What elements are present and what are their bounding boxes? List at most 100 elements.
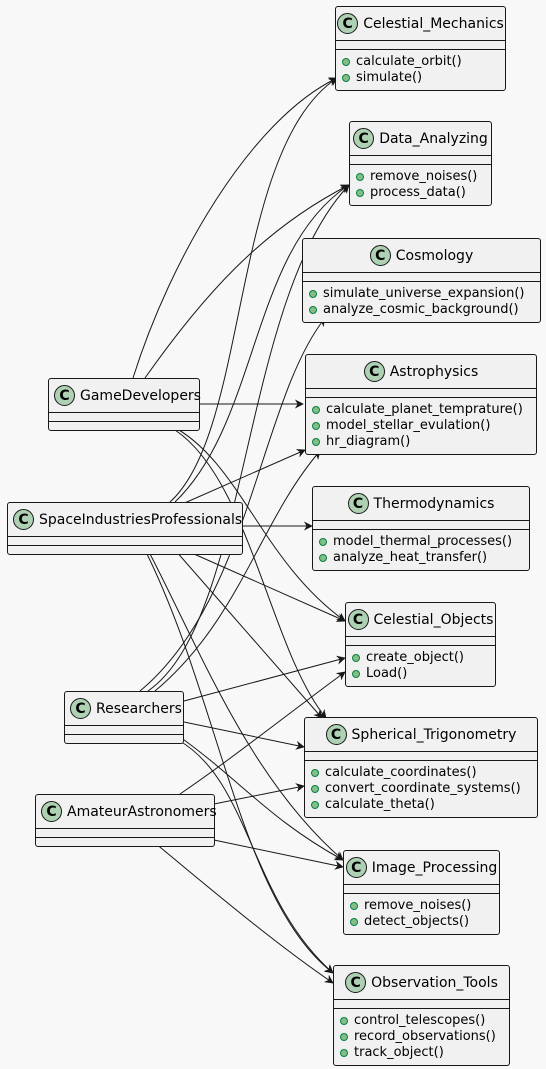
method-label: create_object() bbox=[366, 650, 464, 665]
public-method-icon bbox=[311, 785, 319, 793]
class-badge-icon: C bbox=[347, 609, 369, 630]
method-label: analyze_heat_transfer() bbox=[333, 550, 488, 565]
class-name: Celestial_Mechanics bbox=[363, 15, 504, 32]
class-badge-icon: C bbox=[41, 801, 62, 822]
class-name: Spherical_Trigonometry bbox=[351, 726, 517, 743]
relation-arrow-researchers-to-observation_tools bbox=[177, 739, 334, 974]
method-label: Load() bbox=[366, 666, 408, 681]
relation-arrow-space_industries_professionals-to-celestial_mechanics bbox=[169, 77, 338, 503]
relation-arrow-researchers-to-cosmology bbox=[139, 317, 326, 692]
public-method-icon bbox=[312, 422, 320, 430]
relation-arrow-amateur_astronomers-to-observation_tools bbox=[154, 842, 334, 984]
public-method-icon bbox=[350, 902, 358, 910]
relation-arrow-space_industries_professionals-to-image_processing bbox=[147, 549, 344, 861]
method-label: track_object() bbox=[354, 1045, 444, 1060]
public-method-icon bbox=[319, 554, 327, 562]
public-method-icon bbox=[340, 1049, 348, 1057]
method-label: analyze_cosmic_background() bbox=[323, 302, 519, 317]
public-method-icon bbox=[340, 1033, 348, 1041]
relation-arrow-amateur_astronomers-to-celestial_objects bbox=[179, 671, 346, 795]
public-method-icon bbox=[319, 538, 327, 546]
method-label: remove_noises() bbox=[370, 169, 478, 184]
public-method-icon bbox=[352, 654, 360, 662]
relation-arrow-amateur_astronomers-to-spherical_trigonometry bbox=[213, 783, 305, 805]
class-name: Data_Analyzing bbox=[379, 130, 488, 147]
class-name: GameDevelopers bbox=[80, 387, 201, 404]
class-badge-icon: C bbox=[70, 698, 91, 719]
method-label: calculate_theta() bbox=[325, 797, 435, 812]
public-method-icon bbox=[312, 406, 320, 414]
method-label: hr_diagram() bbox=[326, 434, 411, 449]
class-badge-icon: C bbox=[363, 361, 385, 382]
relation-arrow-amateur_astronomers-to-image_processing bbox=[213, 839, 344, 870]
public-method-icon bbox=[309, 290, 317, 298]
relation-arrow-space_industries_professionals-to-observation_tools bbox=[144, 549, 334, 974]
relation-arrow-researchers-to-astrophysics bbox=[154, 450, 321, 692]
class-name: Celestial_Objects bbox=[373, 611, 494, 628]
class-name: Thermodynamics bbox=[373, 495, 495, 512]
public-method-icon bbox=[342, 58, 350, 66]
method-label: record_observations() bbox=[354, 1029, 496, 1044]
class-badge-icon: C bbox=[325, 724, 347, 745]
public-method-icon bbox=[352, 670, 360, 678]
public-method-icon bbox=[356, 173, 364, 181]
method-label: simulate_universe_expansion() bbox=[323, 286, 525, 301]
relation-arrow-space_industries_professionals-to-data_analyzing bbox=[174, 184, 350, 503]
class-name: Cosmology bbox=[395, 247, 474, 264]
class-amateur-astronomers[interactable]: C AmateurAstronomers bbox=[35, 794, 217, 847]
public-method-icon bbox=[356, 189, 364, 197]
class-name: Researchers bbox=[96, 700, 182, 717]
class-researchers[interactable]: C Researchers bbox=[64, 691, 184, 744]
relation-arrow-game_developers-to-data_analyzing bbox=[144, 184, 350, 379]
relation-arrow-space_industries_professionals-to-celestial_objects bbox=[184, 549, 346, 622]
public-method-icon bbox=[312, 438, 320, 446]
relation-arrow-space_industries_professionals-to-astrophysics bbox=[179, 449, 306, 506]
public-method-icon bbox=[350, 918, 358, 926]
relation-arrow-game_developers-to-celestial_mechanics bbox=[132, 77, 338, 379]
class-badge-icon: C bbox=[345, 857, 367, 878]
class-space-industries-professionals[interactable]: C SpaceIndustriesProfessionals bbox=[7, 502, 243, 555]
class-name: SpaceIndustriesProfessionals bbox=[39, 511, 243, 528]
relation-arrow-game_developers-to-celestial_objects bbox=[169, 424, 346, 622]
method-label: detect_objects() bbox=[364, 914, 470, 929]
class-badge-icon: C bbox=[13, 509, 34, 530]
relation-arrow-space_industries_professionals-to-spherical_trigonometry bbox=[174, 549, 323, 719]
class-badge-icon: C bbox=[337, 13, 359, 34]
method-label: remove_noises() bbox=[364, 898, 472, 913]
public-method-icon bbox=[309, 306, 317, 314]
method-label: calculate_planet_temprature() bbox=[326, 402, 523, 417]
class-name: Astrophysics bbox=[389, 363, 479, 380]
method-label: convert_coordinate_systems() bbox=[325, 781, 521, 796]
class-name: AmateurAstronomers bbox=[67, 803, 217, 820]
relation-arrow-researchers-to-image_processing bbox=[179, 736, 344, 861]
class-badge-icon: C bbox=[54, 385, 75, 406]
class-name: Image_Processing bbox=[371, 859, 498, 876]
class-game-developers[interactable]: C GameDevelopers bbox=[48, 378, 201, 431]
public-method-icon bbox=[340, 1017, 348, 1025]
method-label: model_thermal_processes() bbox=[333, 534, 513, 549]
public-method-icon bbox=[342, 74, 350, 82]
relation-arrow-game_developers-to-spherical_trigonometry bbox=[174, 429, 327, 719]
method-label: calculate_coordinates() bbox=[325, 765, 477, 780]
method-label: control_telescopes() bbox=[354, 1013, 486, 1028]
class-badge-icon: C bbox=[353, 128, 375, 149]
method-label: process_data() bbox=[370, 185, 466, 200]
class-name: Observation_Tools bbox=[371, 974, 498, 991]
relation-arrow-researchers-to-spherical_trigonometry bbox=[183, 721, 305, 750]
class-badge-icon: C bbox=[369, 245, 391, 266]
relation-arrow-researchers-to-celestial_objects bbox=[183, 655, 346, 702]
public-method-icon bbox=[311, 801, 319, 809]
method-label: model_stellar_evulation() bbox=[326, 418, 491, 433]
class-badge-icon: C bbox=[345, 972, 367, 993]
public-method-icon bbox=[311, 769, 319, 777]
class-badge-icon: C bbox=[347, 493, 369, 514]
